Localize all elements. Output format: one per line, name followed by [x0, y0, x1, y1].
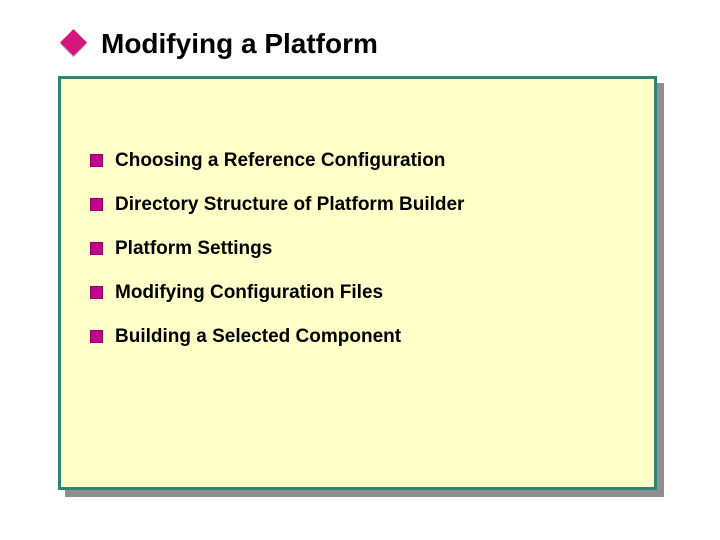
square-bullet-icon [90, 330, 103, 343]
list-item: Platform Settings [90, 239, 634, 259]
square-bullet-icon [90, 242, 103, 255]
square-bullet-icon [90, 286, 103, 299]
page-title: Modifying a Platform [101, 28, 378, 59]
square-bullet-icon [90, 198, 103, 211]
diamond-bullet-icon [60, 29, 87, 56]
content-box: Choosing a Reference Configuration Direc… [58, 76, 657, 490]
list-item: Directory Structure of Platform Builder [90, 195, 634, 215]
bullet-list: Choosing a Reference Configuration Direc… [61, 79, 654, 347]
square-bullet-icon [90, 154, 103, 167]
bullet-text: Choosing a Reference Configuration [115, 150, 446, 171]
bullet-text: Directory Structure of Platform Builder [115, 194, 465, 215]
list-item: Building a Selected Component [90, 327, 634, 347]
bullet-text: Building a Selected Component [115, 326, 402, 347]
slide-header: Modifying a Platform [0, 0, 720, 70]
list-item: Choosing a Reference Configuration [90, 151, 634, 171]
bullet-text: Modifying Configuration Files [115, 282, 384, 303]
bullet-text: Platform Settings [115, 238, 273, 259]
list-item: Modifying Configuration Files [90, 283, 634, 303]
